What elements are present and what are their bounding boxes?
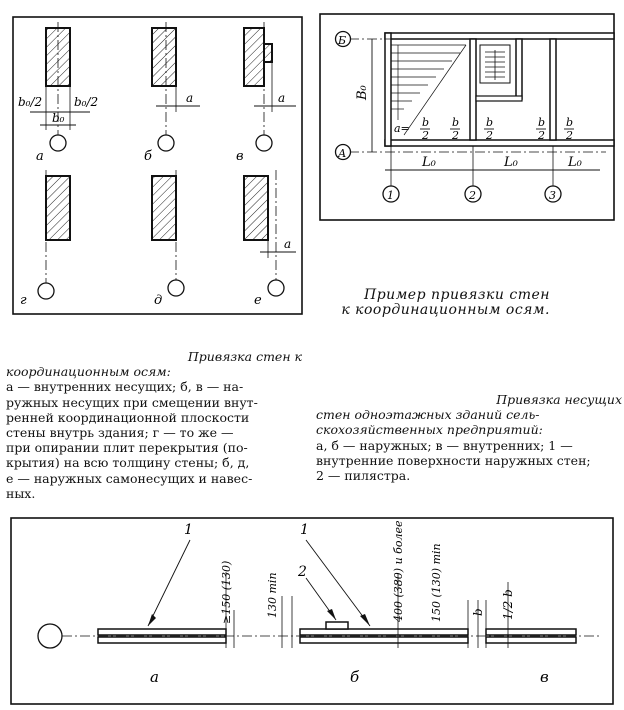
right-caption-title3: скохозяйственных предприятий:: [316, 422, 543, 438]
dim-150-130min: 150 (130) min: [430, 543, 443, 622]
frac-2-2: 2: [451, 129, 459, 142]
frac-b-4: b: [538, 116, 545, 129]
plan-frame: [319, 13, 615, 221]
wall-v: a в: [236, 22, 296, 164]
axis-2-marker: [464, 185, 482, 203]
dim-a-eq: a=: [394, 122, 410, 135]
plan-caption: Пример привязки стен к координационным о…: [320, 288, 550, 318]
label-v: в: [236, 149, 244, 164]
axis-marker-bottom: [37, 623, 63, 649]
label-a: а: [36, 149, 44, 164]
dim-a-v: a: [278, 91, 285, 105]
dim-B0: B₀: [355, 84, 370, 101]
leader-2: 2: [297, 564, 307, 580]
right-caption-line: внутренние поверхности наружных стен;: [316, 452, 591, 468]
dim-a-e: a: [284, 237, 291, 251]
wall-e: a е: [243, 170, 296, 308]
dim-L0-1: L₀: [421, 155, 437, 170]
dim-400: 400 (380) и более: [392, 520, 405, 623]
bottom-label-v: в: [540, 668, 549, 686]
right-caption-line: 2 — пилястра.: [316, 468, 411, 484]
axis-A-label: А: [337, 147, 346, 160]
leader-1a: 1: [184, 522, 193, 538]
dim-L0-3: L₀: [567, 155, 583, 170]
plan-panel: Б А B₀ a= b 2 b 2 b 2 b 2 b 2 L₀ L₀ L₀ 1…: [319, 13, 615, 221]
frac-2-1: 2: [421, 129, 429, 142]
wall-b: a б: [144, 22, 200, 164]
left-caption-line: ренней координационной плоскости: [6, 409, 250, 425]
axis-3-marker: [544, 185, 562, 203]
dim-130min: 130 min: [266, 572, 279, 618]
frac-b-5: b: [566, 116, 573, 129]
wall-g: г: [20, 170, 71, 308]
dim-half-b: 1/2 b: [501, 589, 515, 620]
dim-half-right: b₀/2: [74, 95, 98, 109]
left-caption-title1: Привязка стен к: [187, 349, 302, 364]
bottom-frame: [10, 517, 614, 705]
wall-axis-panel: b₀/2 b₀/2 b₀ а a б a в: [12, 16, 303, 315]
dim-b: b: [471, 608, 485, 616]
wall-a: b₀/2 b₀/2 b₀ а: [18, 22, 98, 164]
bottom-panel: 1 ≥150 (130) а 1 2 130 min 400 (380) и б…: [10, 517, 614, 705]
panel-frame: [12, 16, 303, 315]
axis-A-marker: [334, 143, 352, 161]
right-caption-title1: Привязка несущих: [496, 392, 622, 407]
plan-room-lines: [391, 44, 467, 136]
frac-b-2: b: [452, 116, 459, 129]
axis-B-label: Б: [337, 34, 346, 47]
dim-150-130: ≥150 (130): [220, 561, 233, 624]
right-caption-line: а, б — наружных; в — внутренних; 1 —: [316, 437, 573, 453]
label-e: е: [254, 293, 262, 308]
frac-b-1: b: [422, 116, 429, 129]
left-caption-line: а — внутренних несущих; б, в — на-: [6, 379, 244, 395]
dim-half-left: b₀/2: [18, 95, 42, 109]
stair-treads: [485, 50, 505, 80]
left-caption-line: ружных несущих при смещении внут-: [6, 394, 258, 410]
left-caption: Привязка стен к координационным осям: а …: [6, 349, 302, 501]
left-caption-line: крытия) на всю толщину стены; б, д,: [6, 455, 250, 471]
left-caption-line: при опирании плит перекрытия (по-: [6, 440, 248, 456]
left-caption-line: стены внутрь здания; г — то же —: [6, 425, 234, 441]
right-caption: Привязка несущих стен одноэтажных зданий…: [316, 392, 622, 483]
axis-B-marker: [334, 30, 352, 48]
plan-caption-line2: к координационным осям.: [341, 302, 550, 318]
axis-3-label: 3: [549, 189, 556, 202]
left-caption-line: ных.: [6, 485, 36, 501]
axis-2-label: 2: [468, 189, 476, 202]
frac-2-4: 2: [537, 129, 545, 142]
dim-a-b: a: [186, 91, 193, 105]
frac-2-5: 2: [565, 129, 573, 142]
label-g: г: [20, 293, 27, 308]
leader-1b: 1: [300, 522, 309, 538]
axis-1-label: 1: [387, 189, 394, 202]
frac-2-3: 2: [485, 129, 493, 142]
plan-caption-line1: Пример привязки стен: [364, 287, 550, 303]
dim-b0: b₀: [52, 111, 65, 125]
left-caption-title2: координационным осям:: [6, 364, 171, 380]
label-d: д: [154, 293, 162, 308]
axis-1-marker: [382, 185, 400, 203]
label-b: б: [144, 149, 152, 164]
frac-b-3: b: [486, 116, 493, 129]
right-caption-title2: стен одноэтажных зданий сель-: [316, 407, 540, 423]
left-caption-line: е — наружных самонесущих и навес-: [6, 470, 253, 486]
bottom-label-b: б: [350, 668, 360, 686]
wall-d: д: [151, 170, 185, 308]
dim-L0-2: L₀: [503, 155, 519, 170]
bottom-label-a: а: [150, 668, 159, 686]
